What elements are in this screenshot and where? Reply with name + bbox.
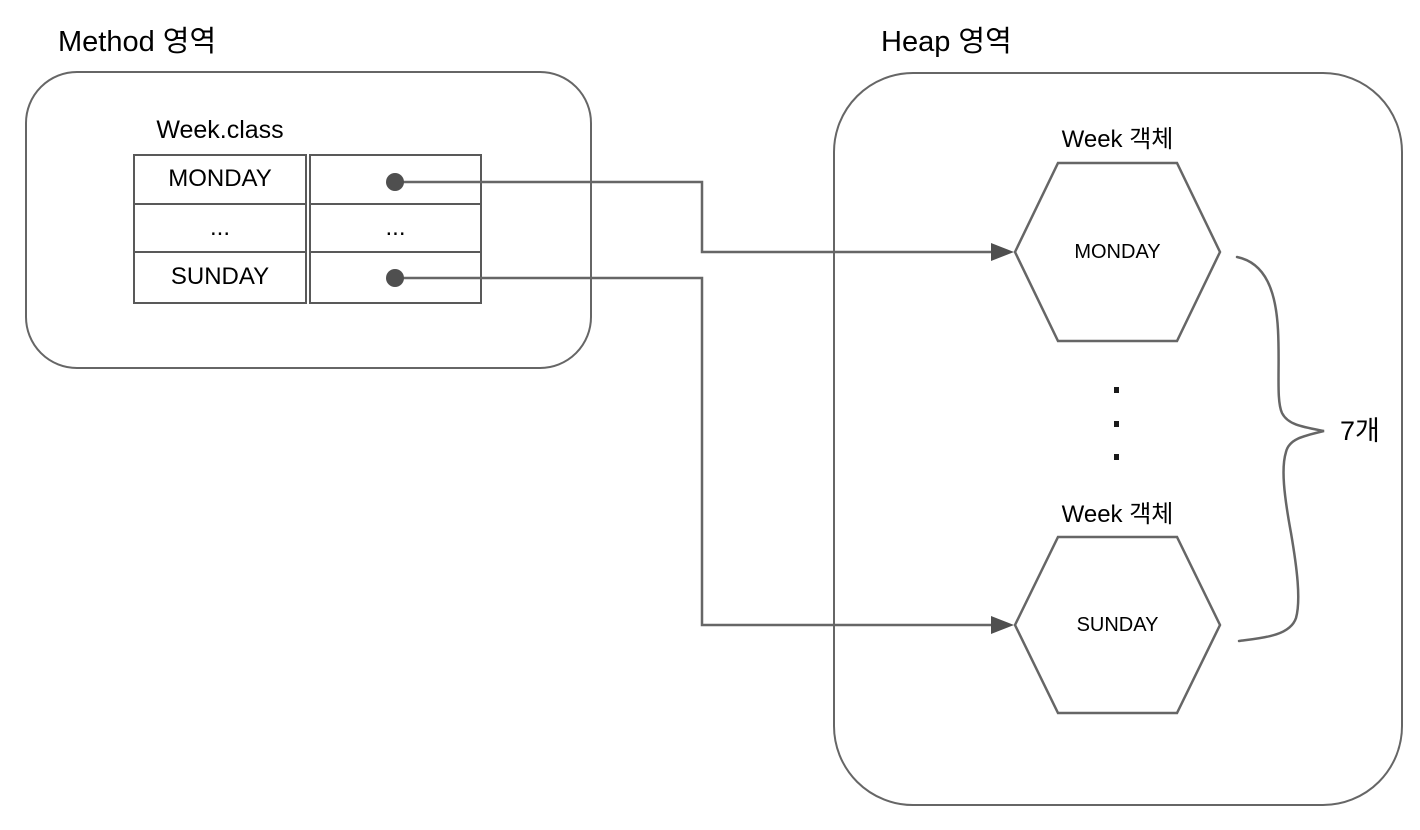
week-object-label-sunday: Week 객체 [1061, 501, 1174, 528]
class-table-pointer-column: ... [309, 154, 482, 304]
week-object-value-sunday: SUNDAY [1076, 614, 1159, 636]
heap-area-box [833, 72, 1403, 806]
class-table-name-column: MONDAY ... SUNDAY [133, 154, 307, 304]
method-area-title: Method 영역 [58, 26, 217, 58]
week-object-value-monday: MONDAY [1074, 241, 1161, 263]
name-cell-ellipsis: ... [135, 205, 305, 254]
name-cell-sunday: SUNDAY [170, 263, 270, 291]
week-object-label-monday: Week 객체 [1061, 126, 1174, 153]
class-table-caption: Week.class [156, 116, 284, 144]
pointer-cell-ellipsis: ... [311, 205, 480, 254]
pointer-cell-monday [311, 156, 480, 205]
heap-area-title: Heap 영역 [881, 26, 1012, 58]
object-count-label: 7개 [1340, 416, 1380, 446]
pointer-cell-sunday [311, 253, 480, 302]
name-cell-monday: MONDAY [135, 156, 305, 205]
